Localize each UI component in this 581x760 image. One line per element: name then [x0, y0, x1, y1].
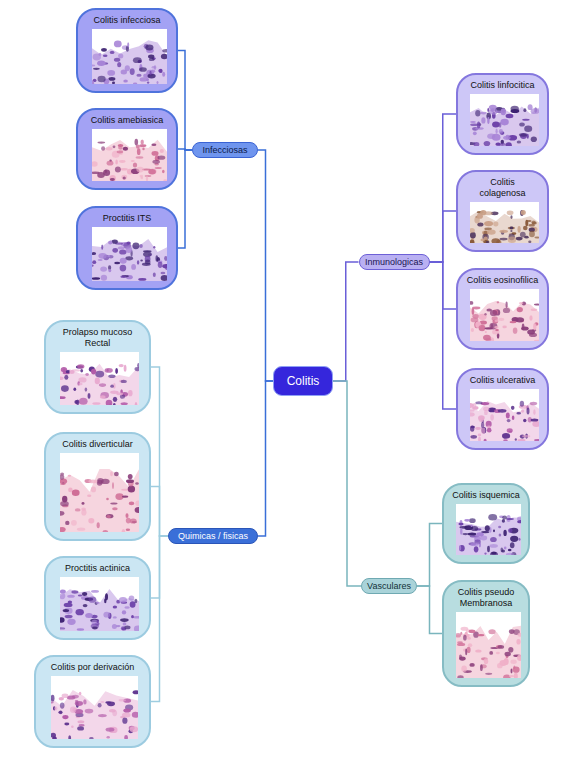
branch-connector: [151, 367, 168, 536]
topic-card: Colitis amebiasica: [76, 108, 178, 190]
card-title: Proctitis actinica: [46, 558, 149, 574]
branch-node: Infecciosas: [192, 142, 258, 158]
micrograph: [60, 577, 139, 631]
branch-connector: [178, 51, 192, 151]
node-label: Infecciosas: [202, 145, 247, 156]
micrograph: [470, 389, 539, 441]
branch-connector: [430, 262, 457, 409]
topic-card: Prolapso mucoso Rectal: [44, 320, 151, 414]
card-title: Colitis pseudo Membranosa: [444, 582, 528, 609]
topic-card: Colitis ulcerativa: [456, 368, 549, 450]
branch-connector: [258, 150, 273, 381]
card-title: Colitis linfocitica: [458, 75, 547, 91]
branch-connector: [417, 524, 442, 587]
micrograph: [92, 29, 167, 84]
topic-card: Colitis infecciosa: [76, 8, 178, 93]
branch-connector: [151, 487, 168, 537]
micrograph: [92, 227, 167, 281]
card-title: Proctitis ITS: [78, 208, 176, 224]
node-label: Colitis: [287, 374, 320, 388]
branch-connector: [430, 114, 457, 262]
branch-node: Vasculares: [361, 578, 417, 594]
micrograph: [51, 676, 138, 739]
card-title: Colitis ulcerativa: [458, 370, 547, 386]
topic-card: Colitis colagenosa: [456, 170, 549, 252]
micrograph: [470, 202, 539, 243]
node-label: Quimicas / fisicas: [178, 531, 248, 542]
card-title: Prolapso mucoso Rectal: [46, 322, 149, 349]
card-title: Colitis infecciosa: [78, 10, 176, 26]
micrograph: [470, 94, 539, 146]
node-label: Inmunologicas: [365, 257, 423, 268]
branch-connector: [178, 150, 192, 248]
branch-node: Inmunologicas: [359, 254, 430, 270]
central-node: Colitis: [273, 366, 333, 396]
micrograph: [456, 504, 521, 555]
card-title: Colitis amebiasica: [78, 110, 176, 126]
branch-connector: [333, 381, 361, 586]
topic-card: Colitis pseudo Membranosa: [442, 580, 530, 687]
node-label: Vasculares: [367, 581, 411, 592]
topic-card: Colitis linfocitica: [456, 73, 549, 155]
branch-connector: [151, 536, 168, 702]
card-title: Colitis eosinofilica: [458, 270, 547, 286]
topic-card: Colitis por derivación: [34, 655, 151, 748]
card-title: Colitis colagenosa: [458, 172, 547, 199]
topic-card: Colitis eosinofilica: [456, 268, 549, 350]
card-title: Colitis por derivación: [36, 657, 149, 673]
micrograph: [456, 612, 521, 678]
topic-card: Colitis diverticular: [44, 432, 151, 541]
topic-card: Colitis isquemica: [442, 483, 530, 564]
card-title: Colitis diverticular: [46, 434, 149, 450]
branch-node: Quimicas / fisicas: [168, 528, 258, 544]
micrograph: [60, 352, 139, 405]
branch-connector: [430, 211, 457, 262]
topic-card: Proctitis ITS: [76, 206, 178, 290]
branch-connector: [258, 381, 273, 536]
micrograph: [60, 453, 139, 532]
branch-connector: [417, 586, 442, 634]
micrograph: [470, 289, 539, 341]
branch-connector: [333, 262, 359, 381]
topic-card: Proctitis actinica: [44, 556, 151, 640]
micrograph: [92, 129, 167, 181]
card-title: Colitis isquemica: [444, 485, 528, 501]
